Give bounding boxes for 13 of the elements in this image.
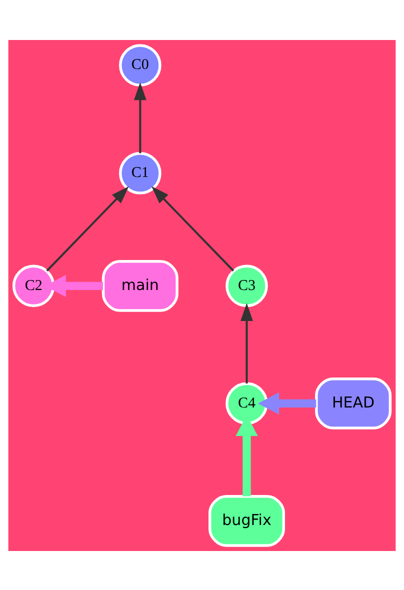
node-circle: C0 bbox=[119, 44, 162, 86]
arrow bbox=[134, 82, 146, 153]
node-circle: C1 bbox=[119, 152, 162, 194]
node-circle: C4 bbox=[226, 382, 268, 424]
arrow bbox=[240, 302, 253, 383]
arrow bbox=[152, 186, 234, 271]
node-box: HEAD bbox=[315, 376, 392, 429]
node-circle: C3 bbox=[226, 264, 268, 307]
arrow bbox=[258, 392, 316, 414]
node-circle: C2 bbox=[12, 264, 55, 307]
node-box: bugFix bbox=[208, 494, 285, 546]
arrow bbox=[46, 186, 129, 271]
node-box: main bbox=[102, 259, 178, 312]
